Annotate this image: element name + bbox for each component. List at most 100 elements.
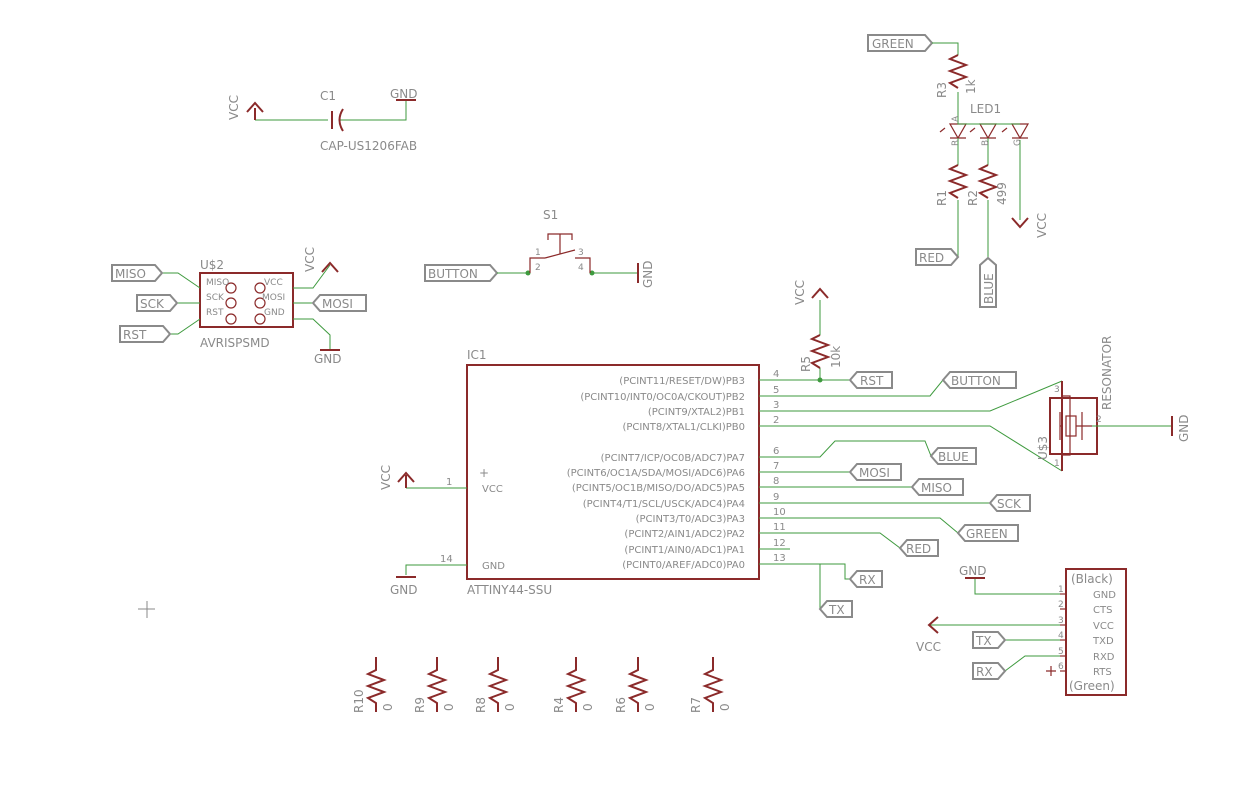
u2-pin-gnd: GND bbox=[264, 308, 285, 318]
ic1-pin-number: 9 bbox=[773, 492, 779, 503]
rst-flag: RST bbox=[860, 374, 884, 388]
r3-value: 1k bbox=[964, 79, 978, 94]
green-flag: GREEN bbox=[966, 527, 1008, 541]
isp-header-u2[interactable]: MISO SCK RST VCC MOSI GND U$2 AVRISPSMD … bbox=[111, 247, 367, 366]
r5-vcc-label: VCC bbox=[793, 280, 807, 305]
ftdi-bottom: (Green) bbox=[1069, 679, 1115, 693]
u3-pin-2: 2 bbox=[1096, 415, 1102, 425]
capacitor-c1[interactable]: C1 CAP-US1206FAB VCC GND bbox=[227, 87, 418, 153]
ic1-pin-label: (PCINT11/RESET/DW)PB3 bbox=[619, 376, 745, 387]
r2-name: R2 bbox=[966, 190, 980, 206]
s1-pin-1: 1 bbox=[535, 248, 541, 258]
ic1-pin-label: (PCINT1/AIN0/ADC1)PA1 bbox=[624, 545, 745, 556]
led1-pin-a: A bbox=[951, 115, 961, 122]
zero-res-value: 0 bbox=[718, 703, 732, 711]
ftdi-pin-number: 4 bbox=[1058, 631, 1064, 641]
ftdi-pin-label: VCC bbox=[1093, 621, 1114, 632]
ic1-pin-label: (PCINT3/T0/ADC3)PA3 bbox=[636, 514, 745, 525]
ic1-pin-number: 7 bbox=[773, 461, 779, 472]
blue-flag: BLUE bbox=[938, 450, 969, 464]
ftdi-pin-number: 6 bbox=[1058, 662, 1064, 672]
s1-button-flag: BUTTON bbox=[428, 267, 478, 281]
zero-res-name: R10 bbox=[352, 689, 366, 713]
s1-pin-2: 2 bbox=[535, 263, 541, 273]
c1-name: C1 bbox=[320, 89, 336, 103]
ic1-pin-label: (PCINT8/XTAL1/CLKI)PB0 bbox=[622, 422, 745, 433]
u2-name: U$2 bbox=[200, 258, 224, 272]
ic1-pin-number: 2 bbox=[773, 415, 779, 426]
zero-res-name: R7 bbox=[689, 697, 703, 713]
u3-gnd-label: GND bbox=[1177, 414, 1191, 442]
ic1-vcc-net: VCC bbox=[379, 465, 393, 490]
u3-pin-3: 3 bbox=[1054, 385, 1060, 395]
switch-s1[interactable]: BUTTON S1 1 2 3 4 GND bbox=[424, 208, 655, 288]
ftdi-vcc-label: VCC bbox=[916, 640, 941, 654]
zero-ohm-resistor[interactable]: R4 0 bbox=[552, 657, 595, 713]
ic1-pin-number: 5 bbox=[773, 385, 779, 396]
ic1-attiny44[interactable]: IC1 ATTINY44-SSU + VCC GND 1 VCC 14 GND … bbox=[379, 348, 790, 597]
ic1-pin-number: 8 bbox=[773, 476, 779, 487]
r3-name: R3 bbox=[935, 82, 949, 98]
u2-pin-vcc: VCC bbox=[264, 278, 283, 288]
led1-name: LED1 bbox=[970, 102, 1001, 116]
ic1-pin-number: 6 bbox=[773, 446, 779, 457]
zero-res-name: R4 bbox=[552, 697, 566, 713]
ic1-pin1-label: VCC bbox=[482, 484, 503, 495]
s1-gnd-label: GND bbox=[641, 260, 655, 288]
ic1-pin-label: (PCINT9/XTAL2)PB1 bbox=[648, 407, 745, 418]
ftdi-top: (Black) bbox=[1071, 572, 1113, 586]
ic1-pin1-num: 1 bbox=[446, 477, 452, 488]
u2-vcc-label: VCC bbox=[303, 247, 317, 272]
led1-pin-b: B bbox=[981, 140, 991, 146]
u3-pin-1: 1 bbox=[1054, 459, 1060, 469]
ic1-nets: VCC R5 10k bbox=[759, 280, 1063, 609]
led1-pin-g: G bbox=[1013, 139, 1023, 146]
ftdi-pin-label: TXD bbox=[1092, 636, 1114, 647]
ic1-pin-label: (PCINT5/OC1B/MISO/DO/ADC5)PA5 bbox=[572, 483, 745, 494]
mosi-flag: MOSI bbox=[859, 466, 890, 480]
zero-res-value: 0 bbox=[442, 703, 456, 711]
led-red-flag: RED bbox=[919, 251, 944, 265]
c1-value: CAP-US1206FAB bbox=[320, 139, 417, 153]
ftdi-pin-label: RTS bbox=[1093, 667, 1112, 678]
ftdi-pin-number: 1 bbox=[1058, 585, 1064, 595]
led-cluster[interactable]: GREEN R3 1k LED1 R B G A R1 R2 499 VCC R… bbox=[867, 34, 1049, 308]
led-blue-flag: BLUE bbox=[982, 273, 996, 304]
s1-name: S1 bbox=[543, 208, 558, 222]
ic1-pin-number: 12 bbox=[773, 538, 786, 549]
u3-value: RESONATOR bbox=[1100, 336, 1114, 410]
u2-value: AVRISPSMD bbox=[200, 336, 270, 350]
ic1-pin-label: (PCINT4/T1/SCL/USCK/ADC4)PA4 bbox=[583, 499, 745, 510]
ic1-pin14-num: 14 bbox=[440, 554, 453, 565]
u2-gnd-label: GND bbox=[314, 352, 342, 366]
ic1-pin-number: 11 bbox=[773, 522, 786, 533]
ftdi-pin-label: GND bbox=[1093, 590, 1116, 601]
rx-flag: RX bbox=[859, 573, 876, 587]
zero-ohm-resistor[interactable]: R7 0 bbox=[689, 657, 732, 713]
led-vcc-label: VCC bbox=[1035, 213, 1049, 238]
crosshair-icon bbox=[138, 601, 155, 618]
u2-pin-sck: SCK bbox=[206, 293, 225, 303]
c1-vcc-label: VCC bbox=[227, 95, 241, 120]
u2-rst-flag: RST bbox=[123, 328, 147, 342]
ftdi-pin-number: 2 bbox=[1058, 600, 1064, 610]
ftdi-pin-label: RXD bbox=[1093, 652, 1115, 663]
ic1-pin14-label: GND bbox=[482, 561, 505, 572]
sck-flag: SCK bbox=[997, 497, 1022, 511]
ic1-pin-label: (PCINT7/ICP/OC0B/ADC7)PA7 bbox=[601, 453, 745, 464]
s1-pin-4: 4 bbox=[578, 263, 584, 273]
ftdi-pin-number: 3 bbox=[1058, 616, 1064, 626]
resonator-u3[interactable]: 3 2 1 U$3 RESONATOR GND bbox=[1036, 336, 1191, 471]
zero-res-value: 0 bbox=[581, 703, 595, 711]
ftdi-pin-label: CTS bbox=[1093, 605, 1112, 616]
ftdi-pin-number: 5 bbox=[1058, 647, 1064, 657]
u2-mosi-flag: MOSI bbox=[322, 297, 353, 311]
